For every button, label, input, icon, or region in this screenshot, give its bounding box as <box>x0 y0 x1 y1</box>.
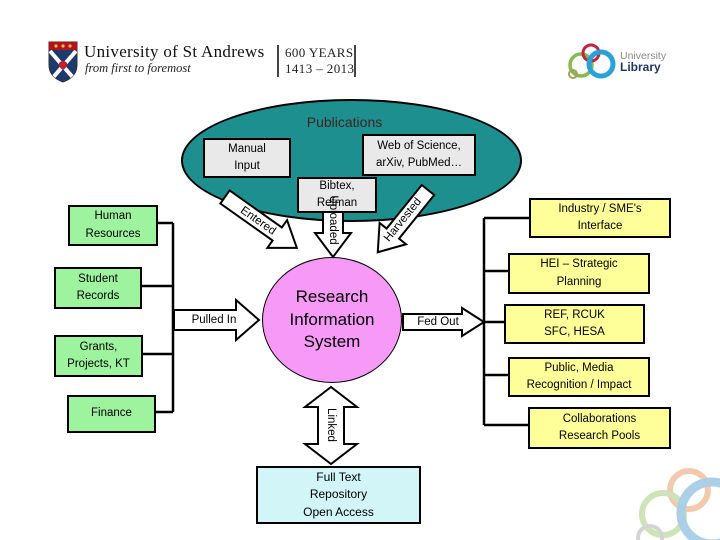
years-line2: 1413 – 2013 <box>285 60 355 76</box>
years-line1: 600 YEARS <box>285 45 354 60</box>
hei-strategic-planning-box: HEI – Strategic Planning <box>508 253 650 294</box>
web-of-science-box: Web of Science, arXiv, PubMed… <box>362 134 476 176</box>
st-andrews-crest-icon <box>48 41 78 83</box>
finance-box: Finance <box>67 395 156 433</box>
ref-rcuk-sfc-hesa-box: REF, RCUK SFC, HESA <box>504 304 645 344</box>
anniversary-text: 600 YEARS 1413 – 2013 <box>285 45 354 76</box>
public-media-recognition-box: Public, Media Recognition / Impact <box>508 357 650 397</box>
header-divider <box>277 45 279 77</box>
library-label-university: University <box>620 50 667 62</box>
grants-projects-kt-box: Grants, Projects, KT <box>54 335 143 377</box>
industry-sme-interface-box: Industry / SME's Interface <box>529 198 671 238</box>
library-label-library: Library <box>620 60 661 74</box>
pulled-in-arrow-label: Pulled In <box>191 314 237 326</box>
publications-title: Publications <box>306 114 383 130</box>
corner-rings-decoration <box>636 468 720 540</box>
student-records-box: Student Records <box>54 267 142 309</box>
fed-out-arrow-label: Fed Out <box>417 316 459 328</box>
university-tagline: from first to foremost <box>85 61 191 75</box>
ris-ellipse: Research Information System <box>262 257 402 383</box>
human-resources-box: Human Resources <box>68 205 158 246</box>
manual-input-box: Manual Input <box>203 138 291 178</box>
uploaded-arrow-label: Uploaded <box>327 195 339 245</box>
header-divider <box>354 45 356 77</box>
linked-arrow-label: Linked <box>325 408 337 442</box>
full-text-repository-box: Full Text Repository Open Access <box>256 466 421 524</box>
university-name: University of St Andrews <box>84 42 265 61</box>
library-rings-icon <box>568 43 616 79</box>
collaborations-research-pools-box: Collaborations Research Pools <box>528 407 671 449</box>
left-connector-lines <box>136 221 175 414</box>
